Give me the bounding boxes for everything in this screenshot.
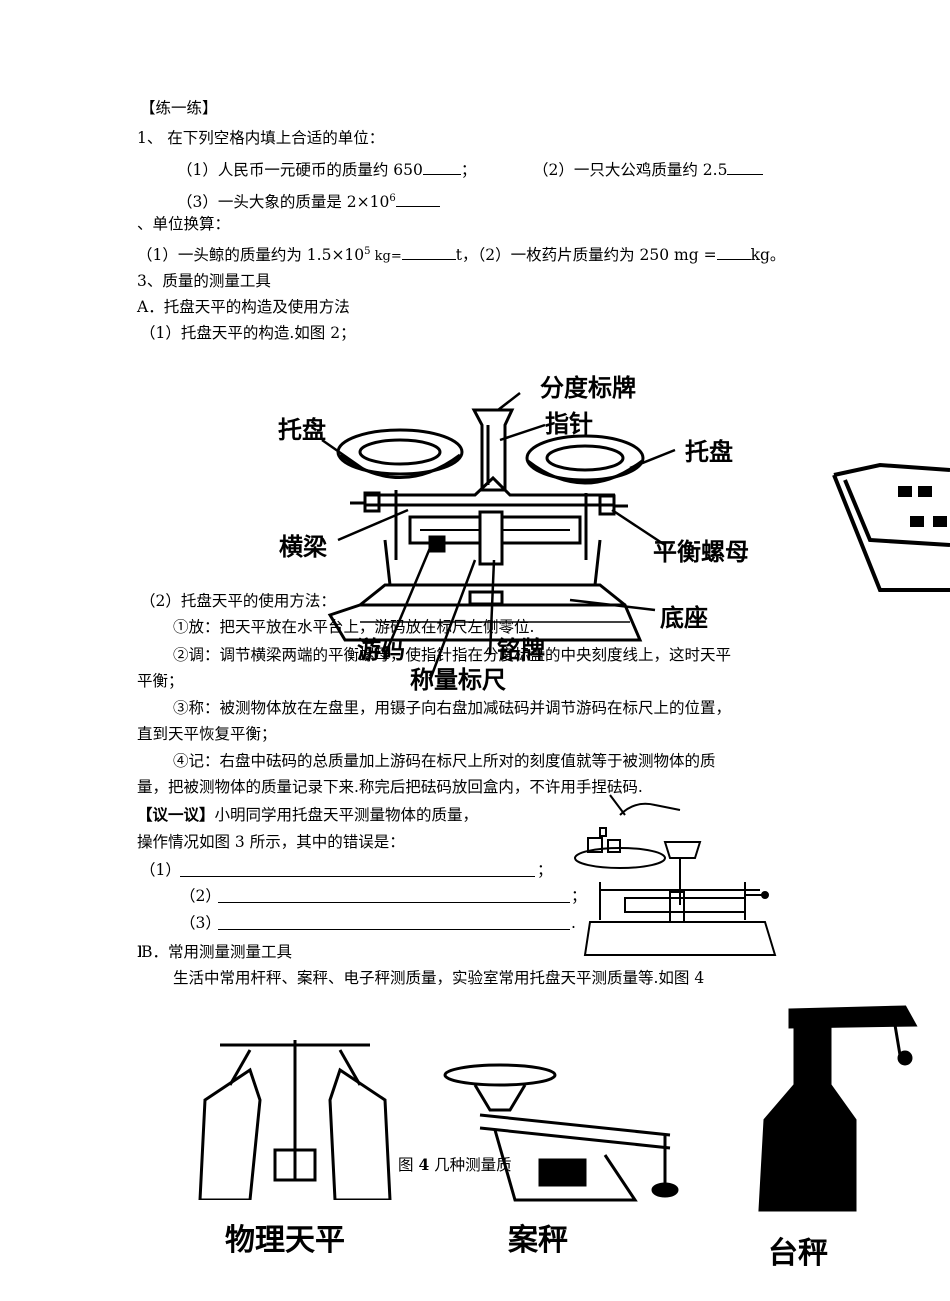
usage-step-4: ④记：右盘中砝码的总质量加上游码在标尺上所对的刻度值就等于被测物体的质 [173, 752, 716, 770]
usage-step-3-cont: 直到天平恢复平衡； [137, 725, 277, 743]
label-base: 底座 [660, 604, 708, 632]
label-bench-scale: 台秤 [768, 1236, 828, 1271]
question-1-3: （3）一头大象的质量是 2×106 [177, 189, 440, 212]
balance-diagram [321, 392, 950, 681]
label-pointer: 指针 [545, 410, 593, 438]
usage-title: （2）托盘天平的使用方法： [140, 591, 336, 611]
usage-step-2: ②调：调节横梁两端的平衡螺母，使指针指在分度标盘的中央刻度线上，这时天平 [173, 646, 732, 664]
label-nameplate: 铭牌 [497, 636, 545, 664]
question-2-items: （1）一头鲸的质量约为 1.5×105 kg=t，（2）一枚药片质量约为 250… [137, 242, 785, 267]
label-measuring-scale: 称量标尺 [410, 666, 506, 694]
discuss-line-1: 【议一议】小明同学用托盘天平测量物体的质量， [137, 805, 479, 824]
discuss-item-3: （3） [180, 914, 221, 932]
question-1: 1、 在下列空格内填上合适的单位： [137, 129, 385, 147]
label-beam: 横梁 [279, 533, 327, 561]
label-balance-nut: 平衡螺母 [653, 538, 749, 566]
discuss-item-2: （2） [180, 887, 221, 905]
label-rider: 游码 [357, 636, 405, 664]
answer-line-2[interactable] [218, 902, 570, 903]
discuss-line-2: 操作情况如图 3 所示，其中的错误是： [137, 833, 405, 851]
label-left-pan: 托盘 [278, 416, 326, 444]
answer-line-1[interactable] [180, 876, 535, 877]
discuss-item-1: （1） [140, 861, 181, 879]
platform-scale-picture [443, 1063, 679, 1202]
figure-4-caption: 图 4 几种测量质 [398, 1155, 512, 1174]
section-3-title: 3、质量的测量工具 [137, 272, 271, 290]
answer-blank[interactable] [422, 158, 461, 175]
answer-blank[interactable] [716, 243, 751, 260]
question-1-1: （1）人民币一元硬币的质量约 650； [177, 158, 476, 180]
physics-balance-picture [198, 1040, 392, 1200]
discuss-item-3-end: . [571, 914, 576, 932]
section-b-title: BB．常用测量测量工具 [137, 942, 293, 961]
discuss-item-2-end: ； [571, 887, 587, 905]
label-physics-balance: 物理天平 [225, 1223, 345, 1258]
discuss-item-1-end: ； [537, 861, 553, 879]
usage-step-4-cont: 量，把被测物体的质量记录下来.称完后把砝码放回盒内，不许用手捏砝码. [137, 778, 643, 796]
usage-step-3: ③称：被测物体放在左盘里，用镊子向右盘加减砝码并调节游码在标尺上的位置， [173, 699, 732, 717]
usage-step-2-cont: 平衡； [137, 672, 184, 690]
bench-scale-picture [758, 1005, 918, 1212]
answer-blank[interactable] [401, 243, 456, 260]
balance-operation-figure [574, 794, 777, 956]
answer-blank[interactable] [395, 190, 440, 207]
section-b-text: 生活中常用杆秤、案秤、电子秤测质量，实验室常用托盘天平测质量等.如图 4 [173, 969, 705, 987]
usage-step-1: ①放：把天平放在水平台上，游码放在标尺左侧零位. [173, 618, 535, 636]
question-2: 、单位换算： [137, 215, 231, 233]
answer-blank[interactable] [727, 158, 764, 175]
label-scale-plate: 分度标牌 [540, 374, 636, 402]
structure-caption: （1）托盘天平的构造.如图 2； [140, 324, 356, 342]
practice-heading: 【练一练】 [140, 99, 218, 117]
label-right-pan: 托盘 [685, 438, 733, 466]
label-platform-scale: 案秤 [508, 1223, 568, 1258]
section-a-title: A．托盘天平的构造及使用方法 [137, 298, 350, 316]
question-1-2: （2）一只大公鸡质量约 2.5 [533, 158, 764, 180]
answer-line-3[interactable] [218, 929, 570, 930]
